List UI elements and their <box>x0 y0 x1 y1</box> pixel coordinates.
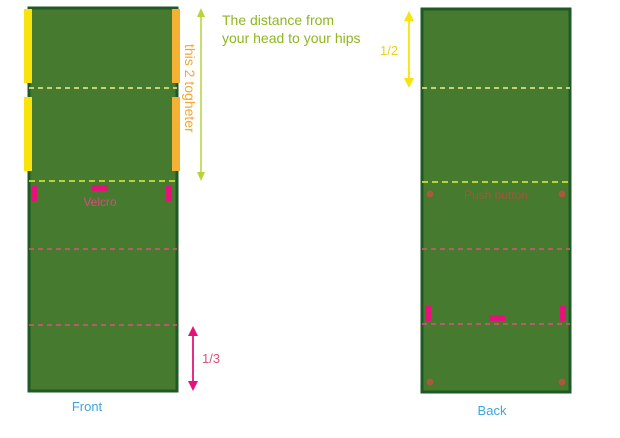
one-third-arrow-down-icon <box>188 381 198 391</box>
front-yellow-tab-bottom <box>24 97 32 171</box>
together-label: this 2 togheter <box>182 44 198 133</box>
back-push-button-bottom-right <box>558 378 566 386</box>
back-panel-body <box>420 7 572 394</box>
distance-label-line-2: your head to your hips <box>222 30 361 46</box>
head-to-hips-arrow-down-icon <box>197 172 205 181</box>
back-velcro-right <box>560 306 566 321</box>
front-panel: Velcro <box>24 6 180 393</box>
one-third-label: 1/3 <box>202 351 220 366</box>
distance-label-line-1: The distance from <box>222 12 334 28</box>
front-caption: Front <box>72 399 103 414</box>
push-button-label: Push button <box>464 188 528 202</box>
velcro-label: Velcro <box>83 195 117 209</box>
front-orange-tab-top <box>172 9 180 83</box>
back-push-button-top-left <box>426 190 434 198</box>
one-half-measure: 1/2 <box>380 11 414 88</box>
one-half-label: 1/2 <box>380 43 398 58</box>
one-third-measure: 1/3 <box>188 326 220 391</box>
back-velcro-center <box>489 315 505 321</box>
head-to-hips-arrow-up-icon <box>197 8 205 17</box>
one-half-arrow-down-icon <box>404 78 414 88</box>
front-velcro-right <box>166 186 172 201</box>
back-velcro-left <box>425 306 431 321</box>
front-velcro-left <box>31 186 37 201</box>
back-push-button-top-right <box>558 190 566 198</box>
back-push-button-bottom-left <box>426 378 434 386</box>
front-panel-body <box>27 6 179 393</box>
one-third-arrow-up-icon <box>188 326 198 336</box>
back-panel: Push button <box>420 7 572 394</box>
front-yellow-tab-top <box>24 9 32 83</box>
back-caption: Back <box>478 403 507 418</box>
front-velcro-center <box>92 185 108 191</box>
one-half-arrow-up-icon <box>404 11 414 21</box>
front-orange-tab-bottom <box>172 97 180 171</box>
head-to-hips-measure: this 2 togheter The distance from your h… <box>182 8 361 181</box>
